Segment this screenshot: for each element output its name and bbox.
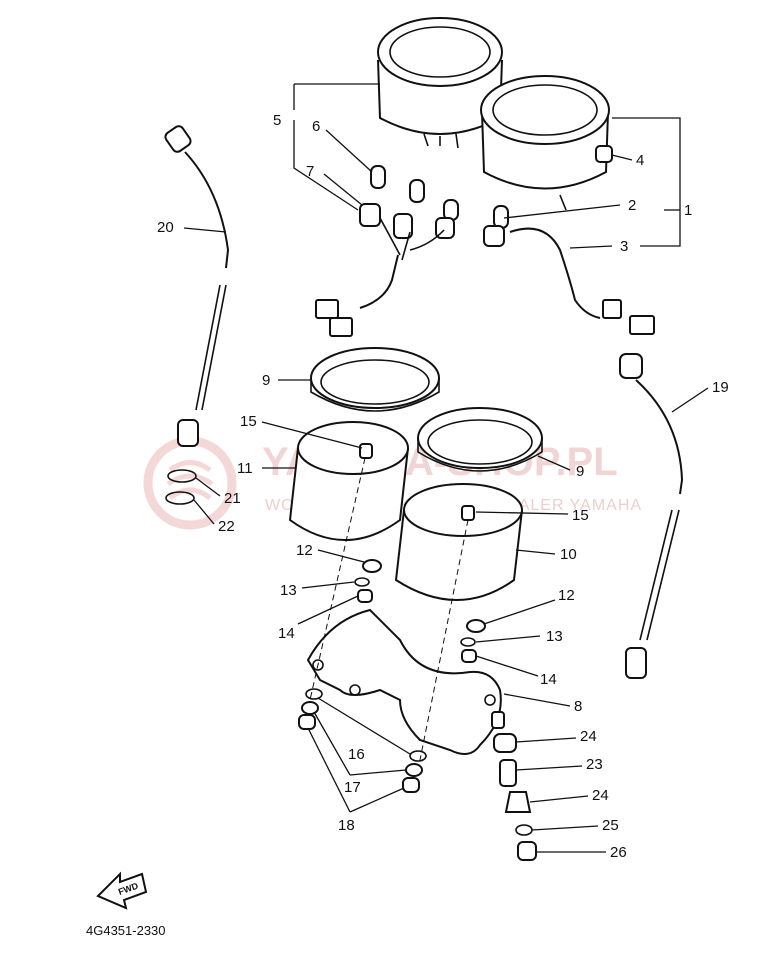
callout-15-left: 15 [240, 413, 257, 430]
assembly-axes [309, 457, 469, 761]
speedometer-assembly [377, 17, 503, 149]
callout-22: 22 [218, 518, 235, 535]
callout-19: 19 [712, 379, 729, 396]
mount-stack [493, 733, 537, 861]
callout-7: 7 [306, 163, 314, 180]
callout-20: 20 [157, 219, 174, 236]
callout-2: 2 [628, 197, 636, 214]
watermark-logo [143, 436, 237, 530]
callout-21: 21 [224, 490, 241, 507]
callout-24-top: 24 [580, 728, 597, 745]
callout-13-left: 13 [280, 582, 297, 599]
tachometer-assembly [480, 75, 613, 211]
meter-bracket [306, 608, 505, 755]
bulb-sockets-right [483, 205, 655, 335]
callout-17: 17 [344, 779, 361, 796]
callout-14-right: 14 [540, 671, 557, 688]
callout-26: 26 [610, 844, 627, 861]
forward-arrow: FWD [96, 871, 148, 910]
forward-arrow-icon [96, 871, 148, 910]
callout-3: 3 [620, 238, 628, 255]
callout-1: 1 [684, 202, 692, 219]
fastener-stack-left [354, 559, 382, 603]
meter-housing-left [288, 421, 409, 541]
callout-6: 6 [312, 118, 320, 135]
callout-15-right: 15 [572, 507, 589, 524]
meter-housing-right [394, 483, 523, 601]
callout-12-left: 12 [296, 542, 313, 559]
callout-5: 5 [273, 112, 281, 129]
bracket-grommets [298, 688, 427, 793]
callout-24-bottom: 24 [592, 787, 609, 804]
callout-numbers: 1 2 3 4 5 6 7 8 9 9 10 11 12 12 13 13 14… [157, 112, 729, 861]
callout-18: 18 [338, 817, 355, 834]
callout-16: 16 [348, 746, 365, 763]
callout-23: 23 [586, 756, 603, 773]
tachometer-cable [619, 353, 684, 679]
callout-14-left: 14 [278, 625, 295, 642]
diagram-code: 4G4351-2330 [86, 923, 166, 938]
meter-ring-right [417, 407, 543, 472]
callout-4: 4 [636, 152, 644, 169]
callout-9-right: 9 [576, 463, 584, 480]
callout-10: 10 [560, 546, 577, 563]
circlips [165, 469, 197, 505]
bulb-sockets-left [315, 165, 459, 337]
callout-11: 11 [237, 460, 253, 477]
fastener-stack-right [460, 619, 486, 663]
callout-12-right: 12 [558, 587, 575, 604]
callout-25: 25 [602, 817, 619, 834]
callout-13-right: 13 [546, 628, 563, 645]
speedometer-cable [164, 125, 230, 447]
callout-9-left: 9 [262, 372, 270, 389]
callout-8: 8 [574, 698, 582, 715]
meter-ring-left [310, 347, 440, 412]
leader-lines [183, 83, 709, 853]
